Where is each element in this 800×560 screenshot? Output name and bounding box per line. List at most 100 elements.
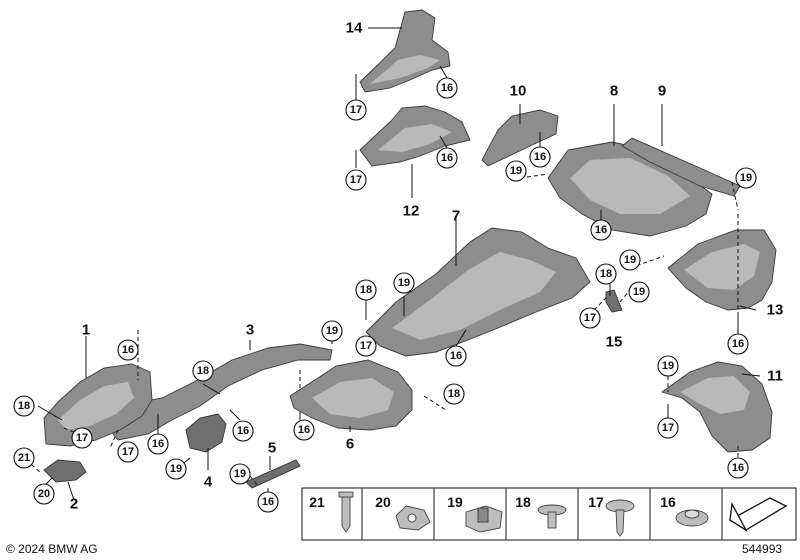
svg-text:16: 16 — [262, 496, 274, 508]
hardware-legend: 21 20 19 18 17 16 — [301, 487, 797, 541]
svg-text:19: 19 — [510, 165, 522, 177]
svg-text:18: 18 — [448, 388, 460, 400]
ref-17: 17 — [345, 169, 367, 191]
callout-14: 14 — [346, 20, 363, 37]
svg-text:19: 19 — [662, 360, 674, 372]
ref-16: 16 — [436, 77, 458, 99]
svg-text:16: 16 — [298, 424, 310, 436]
ref-19: 19 — [735, 167, 757, 189]
callout-5: 5 — [268, 440, 276, 457]
ref-18: 18 — [13, 395, 35, 417]
callout-13: 13 — [767, 302, 784, 319]
svg-text:16: 16 — [450, 350, 462, 362]
svg-text:18: 18 — [360, 284, 372, 296]
part-8-heat-shield — [547, 141, 713, 237]
ref-16: 16 — [590, 219, 612, 241]
callout-12: 12 — [403, 203, 420, 220]
ref-17: 17 — [71, 427, 93, 449]
ref-19: 19 — [229, 463, 251, 485]
callout-numbers: 14 12 10 8 9 7 13 15 11 6 3 1 4 5 2 — [70, 20, 784, 513]
part-2-bracket — [43, 459, 87, 483]
svg-text:20: 20 — [375, 494, 391, 510]
svg-text:17: 17 — [76, 432, 88, 444]
svg-text:17: 17 — [122, 446, 134, 458]
callout-15: 15 — [606, 334, 623, 351]
ref-16: 16 — [293, 419, 315, 441]
ref-19: 19 — [165, 458, 187, 480]
ref-16: 16 — [117, 339, 139, 361]
ref-19: 19 — [628, 281, 650, 303]
part-4-bracket — [185, 413, 227, 453]
svg-text:19: 19 — [234, 468, 246, 480]
svg-text:16: 16 — [441, 152, 453, 164]
legend-item-19: 19 — [447, 494, 503, 533]
ref-16: 16 — [445, 345, 467, 367]
svg-text:17: 17 — [350, 104, 362, 116]
part-10-heat-shield — [481, 109, 559, 167]
svg-text:18: 18 — [600, 268, 612, 280]
svg-text:21: 21 — [18, 452, 30, 464]
svg-text:19: 19 — [398, 277, 410, 289]
callout-7: 7 — [452, 208, 460, 225]
legend-item-18: 18 — [515, 494, 567, 529]
svg-text:16: 16 — [595, 224, 607, 236]
callout-10: 10 — [510, 83, 527, 100]
svg-text:18: 18 — [515, 494, 531, 510]
ref-18: 18 — [192, 360, 214, 382]
callout-2: 2 — [70, 496, 78, 513]
ref-16: 16 — [529, 146, 551, 168]
ref-16: 16 — [147, 433, 169, 455]
callout-4: 4 — [204, 474, 213, 491]
part-9-heat-shield — [621, 137, 741, 197]
svg-text:19: 19 — [633, 286, 645, 298]
ref-17: 17 — [355, 335, 377, 357]
svg-text:17: 17 — [350, 174, 362, 186]
callout-11: 11 — [767, 368, 783, 385]
circled-references: 17 16 17 16 16 19 19 16 19 18 19 17 16 1… — [13, 77, 757, 513]
copyright-text: © 2024 BMW AG — [6, 542, 98, 556]
svg-text:16: 16 — [660, 494, 676, 510]
ref-19: 19 — [393, 272, 415, 294]
svg-text:17: 17 — [360, 340, 372, 352]
svg-text:19: 19 — [326, 325, 338, 337]
ref-16: 16 — [232, 420, 254, 442]
ref-20: 20 — [33, 483, 55, 505]
svg-text:16: 16 — [534, 151, 546, 163]
ref-16: 16 — [727, 333, 749, 355]
callout-1: 1 — [82, 322, 90, 339]
svg-text:20: 20 — [38, 488, 50, 500]
ref-19: 19 — [619, 249, 641, 271]
ref-17: 17 — [657, 417, 679, 439]
part-14-heat-shield — [359, 9, 451, 93]
ref-18: 18 — [443, 383, 465, 405]
ref-16: 16 — [257, 491, 279, 513]
svg-text:19: 19 — [624, 254, 636, 266]
ref-19: 19 — [321, 320, 343, 342]
ref-19: 19 — [505, 160, 527, 182]
diagram-id-text: 544993 — [742, 542, 782, 556]
callout-3: 3 — [246, 322, 254, 339]
svg-text:19: 19 — [740, 172, 752, 184]
callout-9: 9 — [658, 83, 666, 100]
ref-17: 17 — [117, 441, 139, 463]
svg-text:17: 17 — [588, 494, 604, 510]
legend-item-17: 17 — [588, 494, 635, 537]
part-5-strip — [245, 459, 301, 489]
legend-item-20: 20 — [375, 494, 431, 531]
part-13-heat-shield — [667, 229, 777, 311]
svg-text:16: 16 — [237, 425, 249, 437]
ref-21: 21 — [13, 447, 35, 469]
part-1-heat-shield — [43, 363, 153, 447]
svg-text:16: 16 — [441, 82, 453, 94]
svg-text:17: 17 — [584, 312, 596, 324]
svg-text:16: 16 — [122, 344, 134, 356]
ref-18: 18 — [355, 279, 377, 301]
svg-text:16: 16 — [152, 438, 164, 450]
svg-text:18: 18 — [197, 365, 209, 377]
part-7-heat-shield — [365, 227, 591, 357]
part-15-bracket — [605, 289, 623, 313]
ref-16: 16 — [727, 457, 749, 479]
ref-19: 19 — [657, 355, 679, 377]
svg-text:16: 16 — [732, 462, 744, 474]
